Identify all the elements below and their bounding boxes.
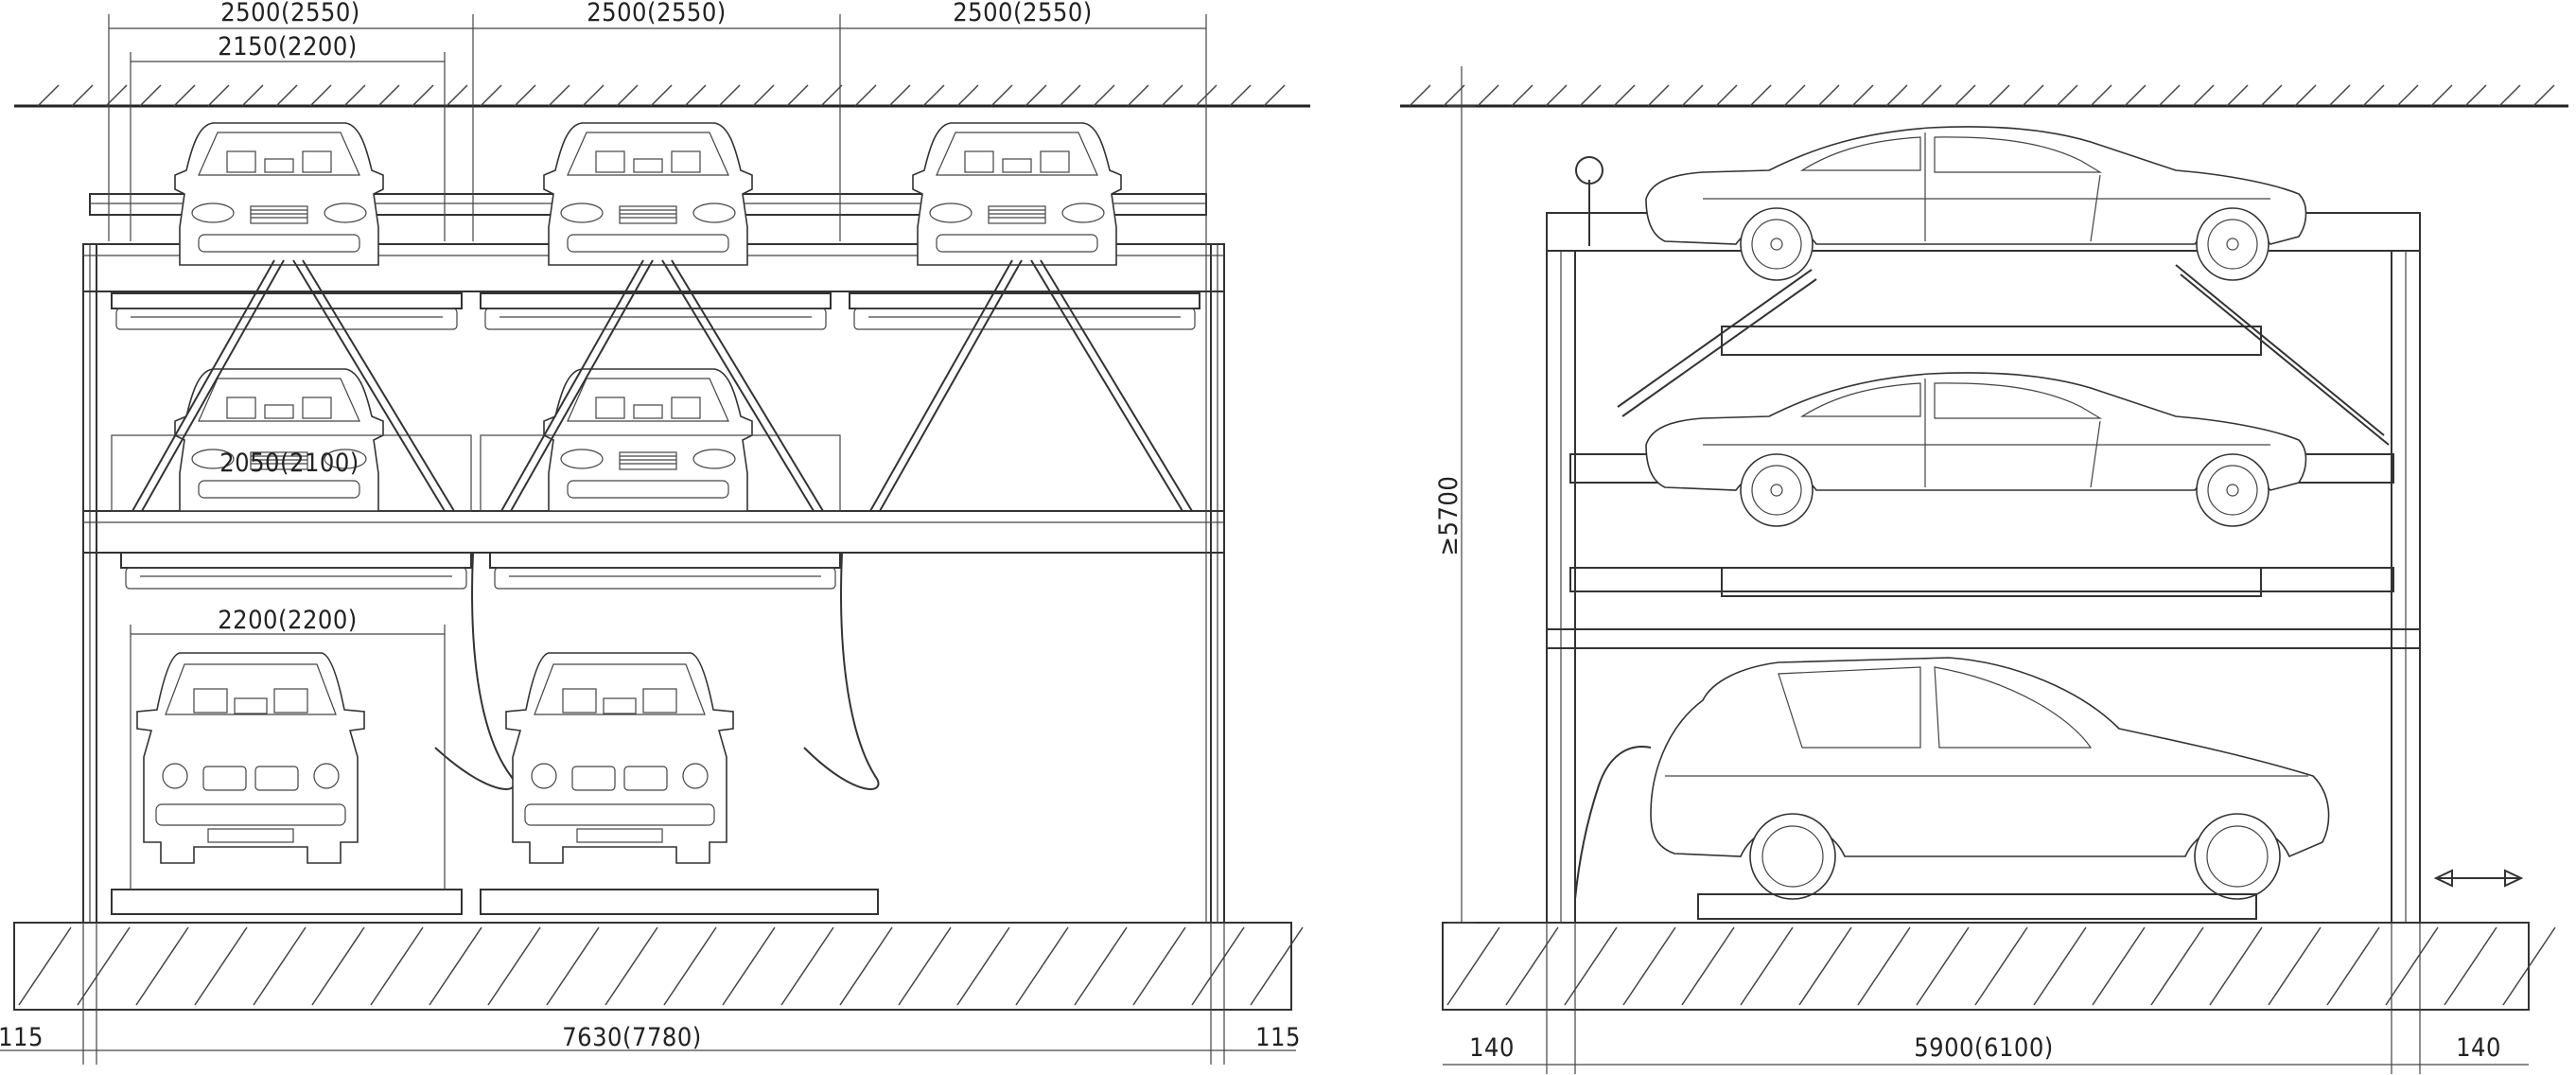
side-ground-slab: [1442, 922, 2556, 1011]
dim-height: ≥5700: [1434, 476, 1463, 556]
front-mid-beam: [82, 510, 1225, 554]
dim-bay-width-1: 2500(2550): [220, 0, 360, 27]
front-dimensions: 2500(2550) 2500(2550) 2500(2550) 2150(22…: [0, 0, 1301, 1065]
dim-clear-width-ground: 2200(2200): [218, 606, 358, 635]
front-hoses: [434, 553, 880, 790]
dim-margin-right-side: 140: [2456, 1033, 2501, 1063]
front-middle-level-cars: [111, 368, 841, 590]
dim-platform-width-mid: 2050(2100): [219, 449, 359, 478]
front-ceiling: [14, 84, 1310, 108]
side-ceiling: [1400, 84, 2568, 108]
dim-bay-width-3: 2500(2550): [953, 0, 1093, 27]
side-top-sedan: [1645, 126, 2307, 356]
front-view: 2500(2550) 2500(2550) 2500(2550) 2150(22…: [0, 0, 1310, 1065]
side-middle-sedan: [1645, 372, 2307, 597]
dim-margin-right-front: 115: [1255, 1023, 1301, 1052]
dim-total-width: 7630(7780): [562, 1023, 702, 1052]
side-diagonal-braces: [1575, 156, 2390, 446]
dim-total-length: 5900(6100): [1914, 1033, 2054, 1063]
side-dimensions: ≥5700 140 5900(6100) 140: [1434, 66, 2529, 1074]
side-ground-suv: [1574, 657, 2330, 920]
dim-margin-left-side: 140: [1469, 1033, 1515, 1063]
side-view: ≥5700 140 5900(6100) 140: [1400, 66, 2568, 1074]
side-direction-arrow-icon: [2433, 869, 2524, 888]
dim-clear-width-top: 2150(2200): [218, 32, 358, 62]
front-top-level-cars: [111, 122, 1200, 330]
dim-bay-width-2: 2500(2550): [587, 0, 727, 27]
front-ground-slab: [13, 922, 1304, 1011]
front-ground-level-cars: [111, 652, 879, 915]
dim-margin-left-front: 115: [0, 1023, 44, 1052]
front-diagonal-braces: [131, 259, 1193, 512]
